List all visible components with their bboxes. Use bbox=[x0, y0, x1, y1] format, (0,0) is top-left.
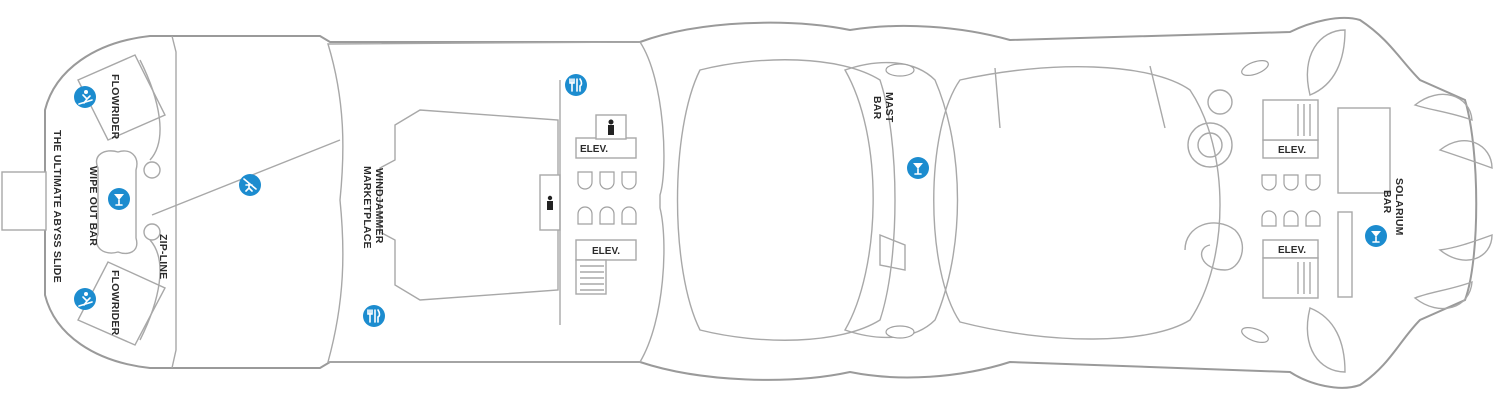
mast-bar-outline bbox=[843, 61, 959, 339]
solarium-label-2: BAR bbox=[1381, 190, 1393, 214]
wipe-out-bar-label: WIPE OUT BAR bbox=[87, 166, 99, 246]
flowrider-top-pool bbox=[77, 54, 166, 141]
elevator-label: ELEV. bbox=[580, 144, 608, 155]
flowrider-label-bottom: FLOWRIDER bbox=[109, 270, 121, 336]
stairs-steps bbox=[1297, 104, 1311, 294]
seating-row-fwd-lower bbox=[1261, 210, 1321, 227]
central-pool-forward bbox=[933, 66, 1221, 340]
dining-icon[interactable] bbox=[565, 74, 587, 96]
seating-row-upper bbox=[577, 171, 637, 190]
elevator-label: ELEV. bbox=[1278, 245, 1306, 256]
elevator-label: ELEV. bbox=[592, 246, 620, 257]
zip-line-anchor bbox=[143, 161, 161, 179]
mast-bar-label-2: BAR bbox=[871, 96, 883, 120]
cocktail-icon[interactable] bbox=[907, 157, 929, 179]
dining-icon[interactable] bbox=[363, 305, 385, 327]
whirlpool-upper-inner bbox=[1197, 132, 1223, 158]
stern-curve bbox=[139, 59, 161, 341]
cocktail-icon[interactable] bbox=[108, 188, 130, 210]
zipline-icon[interactable] bbox=[239, 174, 261, 196]
slide-label: THE ULTIMATE ABYSS SLIDE bbox=[51, 130, 63, 283]
whirlpool-spiral bbox=[1207, 89, 1233, 115]
seating-row-lower bbox=[577, 206, 637, 225]
bow-cabanas bbox=[1306, 29, 1493, 373]
flowrider-label-top: FLOWRIDER bbox=[109, 74, 121, 140]
stairs-fwd-lower bbox=[1262, 257, 1319, 299]
windjammer-buffet bbox=[379, 109, 559, 301]
stern-wall bbox=[171, 35, 177, 369]
whirlpool-upper bbox=[1187, 122, 1233, 168]
solarium-bar-counter-lower bbox=[1337, 211, 1353, 298]
mast-bar-label-1: MAST bbox=[883, 92, 895, 123]
pool-deck-edge bbox=[994, 65, 1166, 129]
stairs-fwd-upper bbox=[1262, 99, 1319, 141]
ship-hull bbox=[44, 16, 1478, 389]
wipe-out-bar-area bbox=[95, 150, 138, 255]
central-pool-aft bbox=[676, 59, 896, 341]
elevator-label: ELEV. bbox=[1278, 145, 1306, 156]
solarium-label-1: SOLARIUM bbox=[1393, 178, 1405, 236]
seating-row-fwd-upper bbox=[1261, 174, 1321, 191]
stairs-steps bbox=[580, 265, 604, 291]
zip-line-label: ZIP-LINE bbox=[157, 234, 169, 279]
directory-icon bbox=[547, 195, 553, 210]
surfer-icon[interactable] bbox=[74, 288, 96, 310]
cocktail-icon[interactable] bbox=[1365, 225, 1387, 247]
restroom-icon bbox=[608, 119, 614, 135]
windjammer-label-1: WINDJAMMER bbox=[373, 168, 385, 244]
whirlpool-lower bbox=[1184, 222, 1244, 271]
solarium-bar-counter-upper bbox=[1337, 107, 1391, 194]
windjammer-label-2: MARKETPLACE bbox=[361, 166, 373, 249]
zip-line-anchor bbox=[143, 223, 161, 241]
surfer-icon[interactable] bbox=[74, 86, 96, 108]
stairs-aft-lower bbox=[575, 259, 607, 295]
slide-end-box bbox=[1, 171, 47, 231]
flowrider-bottom-pool bbox=[77, 261, 166, 346]
mast-bar-counter bbox=[879, 233, 906, 271]
windjammer-outline bbox=[327, 41, 665, 363]
lounger-pair bbox=[885, 60, 1269, 343]
